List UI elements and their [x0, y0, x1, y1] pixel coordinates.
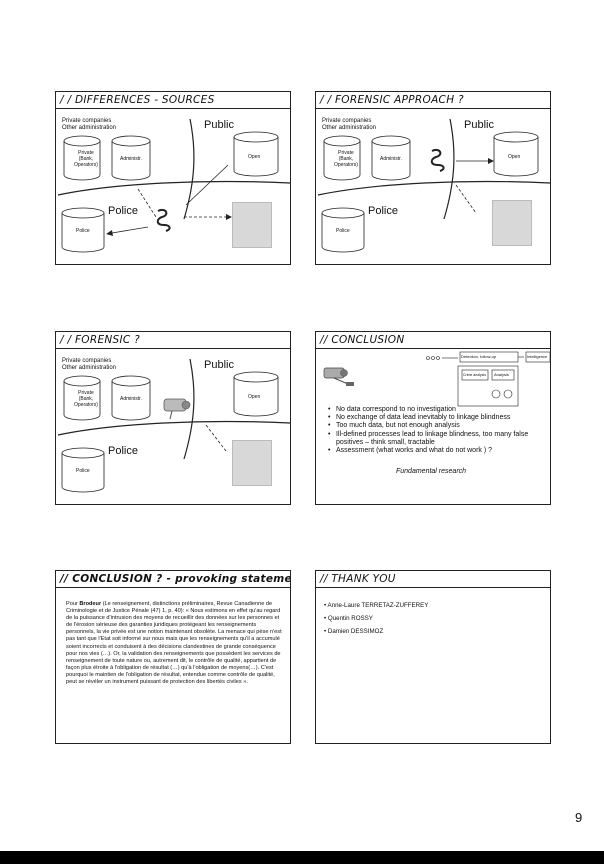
cyl-police-label: Police — [336, 228, 350, 234]
list-item: • Anne-Laure TERRETAZ-ZUFFEREY — [324, 602, 429, 609]
hacker-figure-icon — [430, 148, 445, 172]
flow-box-detection: Detection, follow-up — [461, 354, 497, 359]
cyl-police-label: Police — [76, 468, 90, 474]
other-administration-label: Other administration — [62, 365, 117, 371]
private-companies-label: Private companies — [62, 358, 112, 364]
title-divider — [56, 587, 290, 588]
cyl-private-label: Private(Bank,Operators) — [74, 150, 98, 168]
cyl-admin-label: Administr. — [120, 396, 142, 402]
slide-conclusion: // CONCLUSION Detection, follow-up Intel… — [315, 331, 551, 505]
list-item: Assessment (what works and what do not w… — [328, 447, 548, 455]
camera-icon — [163, 398, 191, 420]
names-list: • Anne-Laure TERRETAZ-ZUFFEREY • Quentin… — [324, 599, 428, 638]
cyl-open-label: Open — [248, 394, 261, 400]
public-label: Public — [464, 119, 494, 131]
woman-phone-photo — [232, 202, 272, 248]
title-divider — [56, 108, 290, 109]
author-name: Brodeur — [79, 601, 102, 607]
slide-title: // THANK YOU — [320, 573, 396, 585]
flow-box-crime-analysis: Crime analysis — [463, 373, 486, 377]
slide-forensic: / / FORENSIC ? Private companies Other a… — [55, 331, 291, 505]
slide-forensic-approach: / / FORENSIC APPROACH ? Private companie… — [315, 91, 551, 265]
cyl-private-label: Private(Bank,Operators) — [74, 390, 98, 408]
list-item: No data correspond to no investigation — [328, 406, 548, 414]
bottom-bar — [0, 851, 604, 864]
cyl-open-label: Open — [508, 154, 521, 160]
slide-title: // CONCLUSION — [320, 334, 405, 346]
woman-phone-photo — [492, 200, 532, 246]
list-item: No exchange of data lead inevitably to l… — [328, 414, 548, 422]
slide-title: / / DIFFERENCES - SOURCES — [60, 94, 215, 106]
list-item: Ill-defined processes lead to linkage bl… — [328, 431, 548, 447]
fundamental-research-label: Fundamental research — [396, 468, 467, 475]
other-administration-label: Other administration — [322, 125, 377, 131]
cctv-camera-icon — [323, 367, 354, 386]
hacker-figure-icon — [156, 208, 171, 232]
cyl-admin-label: Administr. — [380, 156, 402, 162]
cyl-admin-label: Administr. — [120, 156, 142, 162]
private-companies-label: Private companies — [322, 118, 372, 124]
title-divider — [316, 348, 550, 349]
cyl-private-label: Private(Bank,Operators) — [334, 150, 358, 168]
other-administration-label: Other administration — [62, 125, 117, 131]
forensic-approach-diagram — [317, 118, 550, 253]
flow-box-analysis: Analysis — [494, 372, 509, 377]
slide-title: / / FORENSIC ? — [60, 334, 141, 346]
flow-box-intelligence: Intelligence — [527, 354, 548, 359]
slide-provoking-statement: // CONCLUSION ? - provoking statement Po… — [55, 570, 291, 744]
slide-thank-you: // THANK YOU • Anne-Laure TERRETAZ-ZUFFE… — [315, 570, 551, 744]
private-companies-label: Private companies — [62, 118, 112, 124]
public-label: Public — [204, 359, 234, 371]
quote-paragraph: Pour Brodeur (Le renseignement, distinct… — [66, 601, 282, 686]
police-label: Police — [368, 205, 398, 217]
slide-differences-sources: / / DIFFERENCES - SOURCES Private compan… — [55, 91, 291, 265]
list-item: • Damien DESSIMOZ — [324, 628, 384, 635]
title-divider — [316, 108, 550, 109]
woman-phone-photo — [232, 440, 272, 486]
sources-diagram — [57, 118, 290, 253]
public-label: Public — [204, 119, 234, 131]
list-item: • Quentin ROSSY — [324, 615, 373, 622]
conclusion-bullet-list: No data correspond to no investigation N… — [328, 406, 548, 455]
conclusion-flow-diagram — [323, 351, 550, 407]
title-divider — [316, 587, 550, 588]
police-label: Police — [108, 445, 138, 457]
list-item: Too much data, but not enough analysis — [328, 422, 548, 430]
forensic-diagram — [57, 358, 290, 493]
slide-title: / / FORENSIC APPROACH ? — [320, 94, 464, 106]
police-label: Police — [108, 205, 138, 217]
slide-title: // CONCLUSION ? - provoking statement — [60, 573, 291, 585]
cyl-open-label: Open — [248, 154, 261, 160]
title-divider — [56, 348, 290, 349]
page-number: 9 — [575, 810, 583, 825]
cyl-police-label: Police — [76, 228, 90, 234]
